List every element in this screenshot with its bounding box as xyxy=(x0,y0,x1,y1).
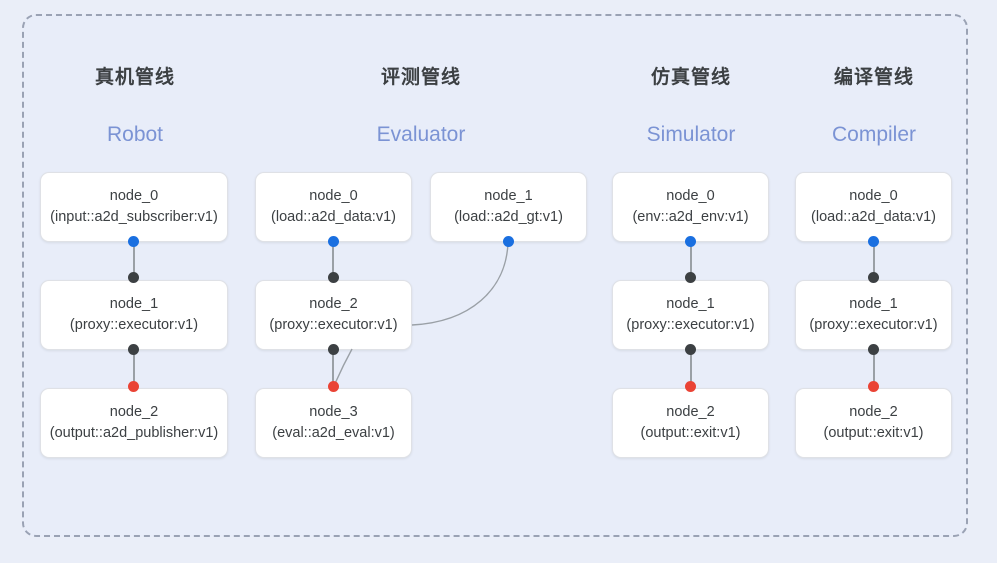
port-compiler-0-out[interactable] xyxy=(868,236,879,247)
node-spec: (input::a2d_subscriber:v1) xyxy=(50,209,218,225)
node-name: node_2 xyxy=(849,404,898,420)
node-evaluator-1-gt[interactable]: node_1 (load::a2d_gt:v1) xyxy=(430,172,587,242)
node-evaluator-2[interactable]: node_2 (proxy::executor:v1) xyxy=(255,280,412,350)
port-robot-1-in[interactable] xyxy=(128,272,139,283)
node-spec: (proxy::executor:v1) xyxy=(69,317,199,333)
node-evaluator-3[interactable]: node_3 (eval::a2d_eval:v1) xyxy=(255,388,412,458)
node-spec: (output::a2d_publisher:v1) xyxy=(49,425,219,441)
node-name: node_1 xyxy=(666,296,715,312)
column-title-evaluator: 评测管线 xyxy=(380,67,461,88)
edge-robot-0-1 xyxy=(133,242,135,278)
node-simulator-1[interactable]: node_1 (proxy::executor:v1) xyxy=(612,280,769,350)
node-compiler-1[interactable]: node_1 (proxy::executor:v1) xyxy=(795,280,952,350)
node-spec: (load::a2d_data:v1) xyxy=(811,209,936,225)
port-evaluator-0-out[interactable] xyxy=(328,236,339,247)
edge-simulator-0-1 xyxy=(690,242,692,278)
node-robot-2[interactable]: node_2 (output::a2d_publisher:v1) xyxy=(40,388,228,458)
node-name: node_0 xyxy=(666,188,715,204)
node-simulator-0[interactable]: node_0 (env::a2d_env:v1) xyxy=(612,172,769,242)
edge-evaluator-2-3 xyxy=(332,350,334,387)
node-spec: (eval::a2d_eval:v1) xyxy=(272,425,395,441)
pipeline-group-frame xyxy=(22,14,968,537)
node-spec: (proxy::executor:v1) xyxy=(269,317,398,333)
port-simulator-1-out[interactable] xyxy=(685,344,696,355)
node-name: node_1 xyxy=(109,296,159,312)
node-robot-0[interactable]: node_0 (input::a2d_subscriber:v1) xyxy=(40,172,228,242)
port-compiler-1-out[interactable] xyxy=(868,344,879,355)
port-simulator-2-in[interactable] xyxy=(685,381,696,392)
edge-robot-1-2 xyxy=(133,350,135,387)
edge-compiler-1-2 xyxy=(873,350,875,387)
port-simulator-1-in[interactable] xyxy=(685,272,696,283)
node-spec: (output::exit:v1) xyxy=(640,425,741,441)
node-name: node_2 xyxy=(309,296,358,312)
port-robot-0-out[interactable] xyxy=(128,236,139,247)
column-title-simulator: 仿真管线 xyxy=(650,67,731,88)
node-name: node_2 xyxy=(109,404,159,420)
port-compiler-2-in[interactable] xyxy=(868,381,879,392)
port-evaluator-2-in[interactable] xyxy=(328,272,339,283)
column-subtitle-evaluator: Evaluator xyxy=(376,123,466,146)
edge-simulator-1-2 xyxy=(690,350,692,387)
column-subtitle-compiler: Compiler xyxy=(831,123,917,146)
node-spec: (load::a2d_gt:v1) xyxy=(454,209,563,225)
node-name: node_0 xyxy=(849,188,898,204)
port-simulator-0-out[interactable] xyxy=(685,236,696,247)
node-spec: (env::a2d_env:v1) xyxy=(632,209,749,225)
node-spec: (proxy::executor:v1) xyxy=(809,317,938,333)
node-name: node_2 xyxy=(666,404,715,420)
port-compiler-1-in[interactable] xyxy=(868,272,879,283)
node-spec: (proxy::executor:v1) xyxy=(626,317,755,333)
edge-evaluator-0-2 xyxy=(332,242,334,278)
node-compiler-2[interactable]: node_2 (output::exit:v1) xyxy=(795,388,952,458)
node-evaluator-0[interactable]: node_0 (load::a2d_data:v1) xyxy=(255,172,412,242)
node-name: node_1 xyxy=(484,188,533,204)
node-name: node_0 xyxy=(109,188,159,204)
port-evaluator-1-out[interactable] xyxy=(503,236,514,247)
node-name: node_0 xyxy=(309,188,358,204)
edge-compiler-0-1 xyxy=(873,242,875,278)
column-subtitle-simulator: Simulator xyxy=(646,123,736,146)
node-spec: (output::exit:v1) xyxy=(823,425,924,441)
port-evaluator-3-in[interactable] xyxy=(328,381,339,392)
node-simulator-2[interactable]: node_2 (output::exit:v1) xyxy=(612,388,769,458)
column-title-robot: 真机管线 xyxy=(94,67,175,88)
port-robot-2-in[interactable] xyxy=(128,381,139,392)
column-title-compiler: 编译管线 xyxy=(833,67,914,88)
node-robot-1[interactable]: node_1 (proxy::executor:v1) xyxy=(40,280,228,350)
column-subtitle-robot: Robot xyxy=(106,123,164,146)
node-compiler-0[interactable]: node_0 (load::a2d_data:v1) xyxy=(795,172,952,242)
node-spec: (load::a2d_data:v1) xyxy=(271,209,396,225)
node-name: node_1 xyxy=(849,296,898,312)
port-evaluator-2-out[interactable] xyxy=(328,344,339,355)
port-robot-1-out[interactable] xyxy=(128,344,139,355)
node-name: node_3 xyxy=(309,404,358,420)
